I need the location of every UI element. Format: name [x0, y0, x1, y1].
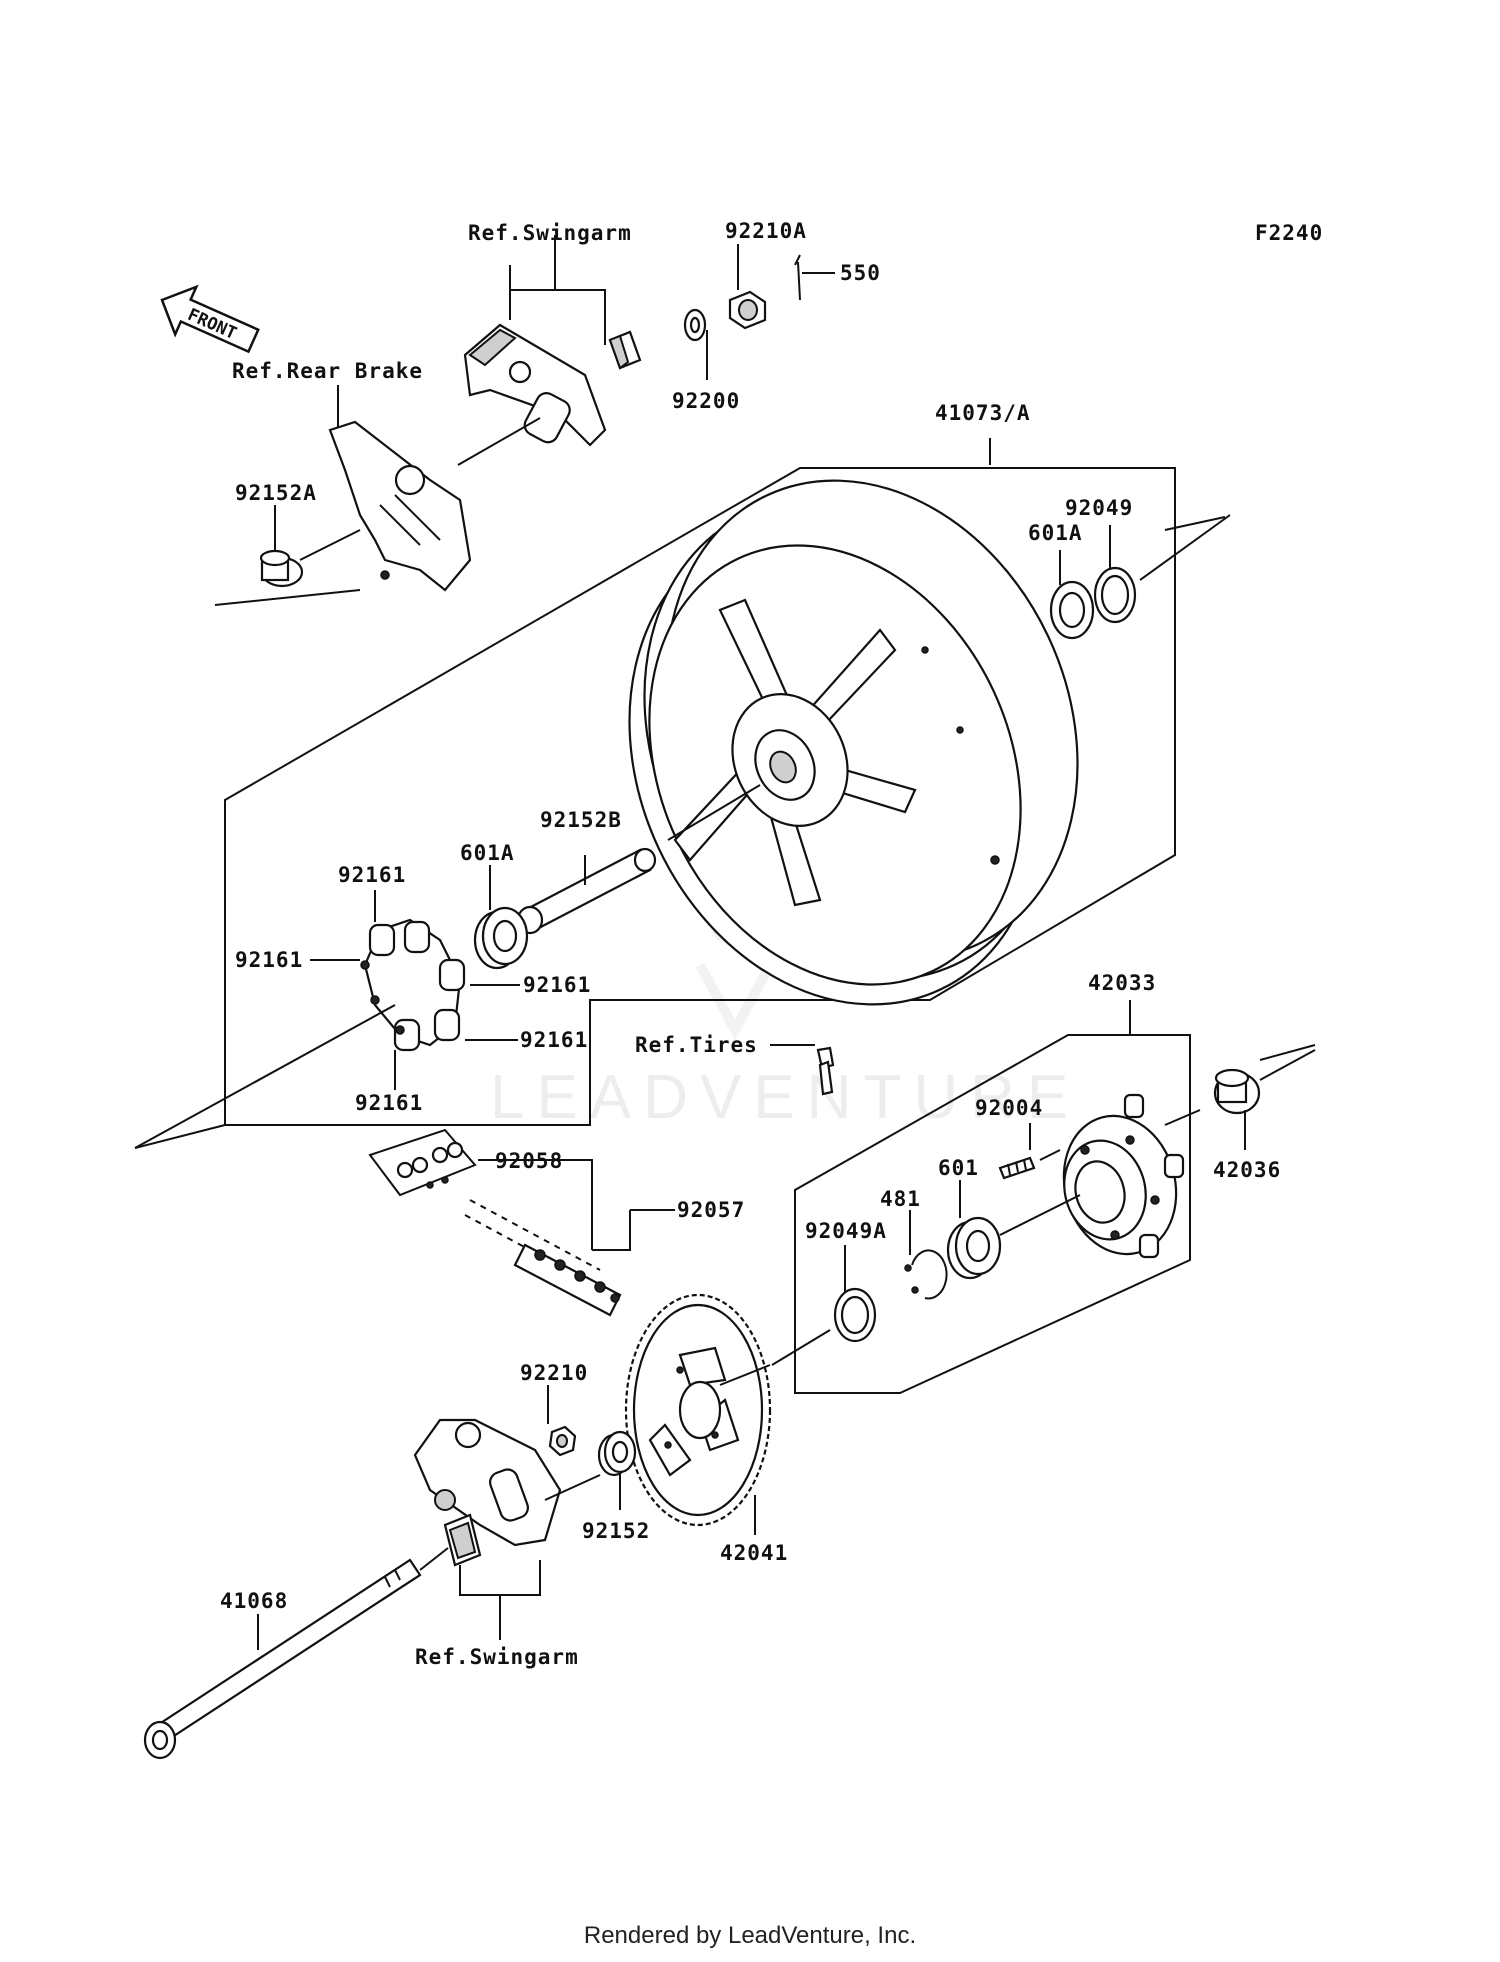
- chain-adjuster-upper: [608, 330, 642, 370]
- cotter-pin-550: [794, 254, 801, 301]
- oil-seal-92049: [1093, 566, 1137, 624]
- label-41073A: 41073/A: [935, 401, 1031, 425]
- swingarm-plate-lower: [413, 1418, 562, 1547]
- collar-92152B: [516, 847, 657, 935]
- label-ref-rear-brake: Ref.Rear Brake: [232, 359, 423, 383]
- label-92210: 92210: [520, 1361, 588, 1385]
- wheel-damper-92161: [360, 918, 466, 1052]
- label-92200: 92200: [672, 389, 740, 413]
- label-601A-top: 601A: [1028, 521, 1083, 545]
- label-92152B: 92152B: [540, 808, 622, 832]
- label-ref-swingarm-top: Ref.Swingarm: [468, 221, 632, 245]
- watermark-text: LEADVENTURE: [490, 1063, 1080, 1132]
- collar-42036: [1213, 1068, 1261, 1115]
- label-ref-tires: Ref.Tires: [635, 1033, 758, 1057]
- label-481: 481: [880, 1187, 921, 1211]
- nut-92210: [548, 1425, 577, 1457]
- axle-shaft-41068: [143, 1558, 422, 1760]
- bearing-601: [946, 1216, 1002, 1280]
- label-42033: 42033: [1088, 971, 1156, 995]
- swingarm-plate-upper: [463, 323, 607, 447]
- label-42041: 42041: [720, 1541, 788, 1565]
- diagram-code: F2240: [1255, 221, 1323, 245]
- rear-wheel-41073A: [628, 479, 1079, 1006]
- footer-credit: Rendered by LeadVenture, Inc.: [583, 1922, 917, 1949]
- drive-chain-92057: [464, 1199, 622, 1317]
- collar-92152A: [259, 549, 304, 588]
- brake-caliper-bracket: [328, 420, 472, 592]
- rear-sprocket-42041: [624, 1293, 772, 1527]
- bearing-601A-left: [473, 906, 529, 970]
- sprocket-coupling-42033: [1062, 1093, 1185, 1259]
- washer-92200: [683, 308, 707, 342]
- tire-valve: [816, 1046, 835, 1096]
- bearing-601A-top: [1049, 580, 1095, 640]
- oil-seal-92049A: [833, 1287, 877, 1343]
- stud-92004: [998, 1156, 1036, 1180]
- label-ref-swingarm-bottom: Ref.Swingarm: [415, 1645, 579, 1669]
- label-92161-b: 92161: [235, 948, 303, 972]
- label-601: 601: [938, 1156, 979, 1180]
- label-601A-left: 601A: [460, 841, 515, 865]
- label-92049A: 92049A: [805, 1219, 887, 1243]
- chain-master-link-92058: [368, 1128, 477, 1197]
- label-92161-a: 92161: [338, 863, 406, 887]
- label-92161-d: 92161: [520, 1028, 588, 1052]
- label-92004: 92004: [975, 1096, 1043, 1120]
- label-92058: 92058: [495, 1149, 563, 1173]
- collar-92152: [597, 1430, 637, 1477]
- axle-nut-92210A: [728, 290, 767, 330]
- label-92161-e: 92161: [355, 1091, 423, 1115]
- label-92152A: 92152A: [235, 481, 317, 505]
- label-41068: 41068: [220, 1589, 288, 1613]
- label-92210A: 92210A: [725, 219, 807, 243]
- circlip-481: [904, 1249, 948, 1300]
- label-92161-c: 92161: [523, 973, 591, 997]
- label-42036: 42036: [1213, 1158, 1281, 1182]
- label-92152: 92152: [582, 1519, 650, 1543]
- chain-adjuster-lower: [443, 1513, 482, 1567]
- label-92049: 92049: [1065, 496, 1133, 520]
- label-550: 550: [840, 261, 881, 285]
- front-direction-arrow: FRONT: [160, 284, 260, 354]
- label-92057: 92057: [677, 1198, 745, 1222]
